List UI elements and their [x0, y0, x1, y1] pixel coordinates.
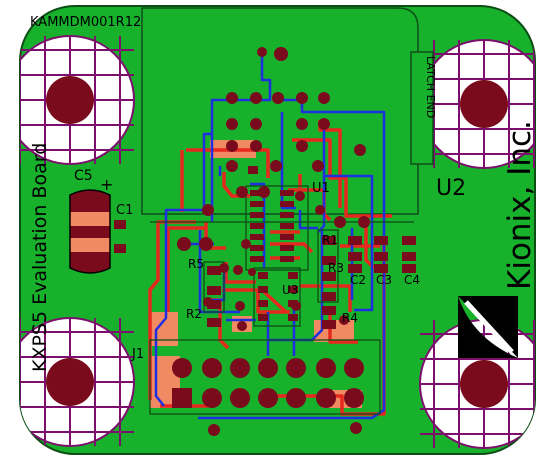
mount-hole-bottom-left	[20, 317, 135, 447]
refdes-c4: C4	[404, 273, 420, 287]
refdes-r5: R5	[188, 257, 204, 271]
c5-capacitor	[69, 189, 111, 274]
latch-end-label: LATCH END	[424, 56, 437, 118]
refdes-j1: J1	[131, 347, 144, 362]
refdes-c5: C5	[74, 168, 93, 184]
mount-hole-top-right	[419, 39, 535, 169]
kionix-logo-icon	[458, 296, 518, 358]
refdes-r3: R3	[328, 261, 344, 275]
refdes-c3: C3	[376, 273, 392, 287]
refdes-plus: +	[100, 175, 113, 194]
smd-passives	[114, 166, 416, 329]
u3-footprint	[258, 272, 298, 321]
chip-label-u2: U2	[436, 176, 466, 201]
refdes-r2: R2	[186, 307, 202, 321]
board-title: KXPS5 Evaluation Board	[29, 143, 51, 372]
refdes-u1: U1	[312, 181, 330, 196]
latch-end-box	[410, 51, 434, 165]
refdes-c2: C2	[350, 273, 366, 287]
refdes-c1: C1	[116, 203, 133, 218]
mount-hole-top-left	[20, 35, 135, 165]
refdes-r1: R1	[322, 233, 338, 247]
u1-footprint	[250, 190, 294, 262]
part-code: KAMMDM001R12	[30, 15, 141, 30]
component-outlines	[149, 185, 414, 415]
refdes-r4: R4	[342, 311, 358, 325]
refdes-u3: U3	[282, 283, 298, 297]
j1-header	[172, 358, 364, 408]
company-name: Kionix, Inc.	[502, 120, 538, 290]
